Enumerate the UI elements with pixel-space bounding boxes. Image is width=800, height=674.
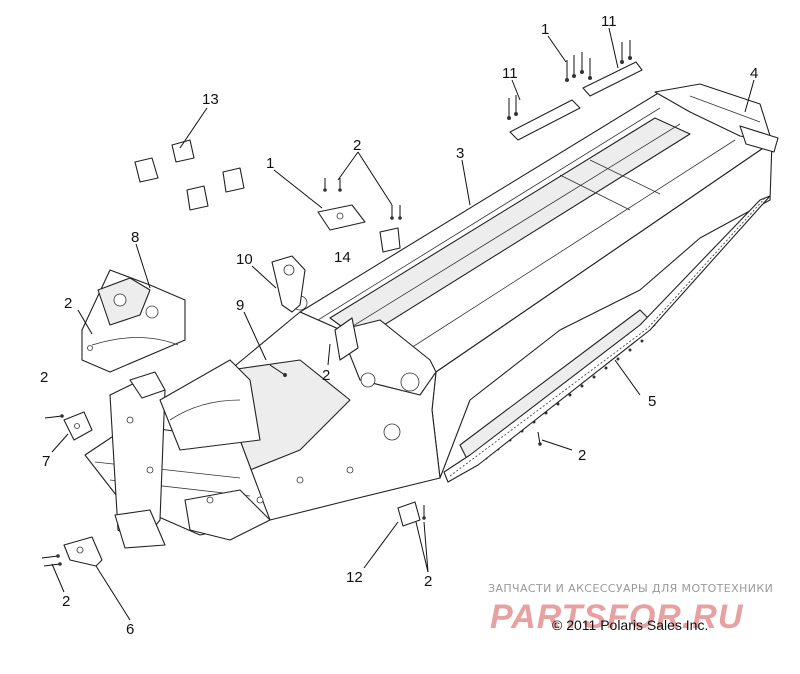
watermark-tagline: ЗАПЧАСТИ И АКСЕССУАРЫ ДЛЯ МОТОТЕХНИКИ [488,582,773,595]
callout-13: 13 [202,91,219,108]
callout-10: 10 [236,251,253,268]
callout-8: 8 [131,229,139,246]
bracket-part-6 [63,536,103,567]
steering-support-part-8 [81,269,186,373]
callout-2-deck: 2 [322,367,330,384]
leader-lines [51,27,755,621]
bracket-part-14 [317,204,401,253]
callout-2-far-left: 2 [40,369,48,386]
callout-4: 4 [750,65,758,82]
callout-2-fasteners-top: 2 [353,137,361,154]
callout-2-bottom: 2 [424,573,432,590]
clip-brackets-part-13 [134,139,245,211]
callout-11-left: 11 [502,65,518,82]
callout-5: 5 [648,393,656,410]
callout-6: 6 [126,621,134,638]
callout-1-clip: 1 [266,155,274,172]
callout-11-top: 11 [601,13,617,30]
bracket-part-12 [397,501,421,527]
callout-9: 9 [236,297,244,314]
callout-2-bottom-left: 2 [62,593,70,610]
clip-part-7 [63,411,93,441]
callout-labels: 1 11 11 4 13 2 1 3 14 8 10 2 9 2 5 2 7 2… [40,13,758,638]
callout-2-left: 2 [64,295,72,312]
bracket-part-10 [271,255,306,313]
callout-7: 7 [42,453,50,470]
copyright-notice: © 2011 Polaris Sales Inc. [552,617,708,633]
callout-2-side: 2 [578,447,586,464]
front-bulkhead-frame [84,295,441,549]
edge-trim-part-5 [443,195,771,483]
callout-3: 3 [456,145,464,162]
callout-14: 14 [334,249,351,266]
rails-part-11 [509,61,643,141]
callout-1-top: 1 [541,21,549,38]
deck-bracket [334,317,359,361]
fasteners [41,40,632,567]
watermark: ЗАПЧАСТИ И АКСЕССУАРЫ ДЛЯ МОТОТЕХНИКИ PA… [488,582,773,636]
callout-12: 12 [346,569,363,586]
watermark-brand: PARTSFOR.RU [490,598,744,636]
